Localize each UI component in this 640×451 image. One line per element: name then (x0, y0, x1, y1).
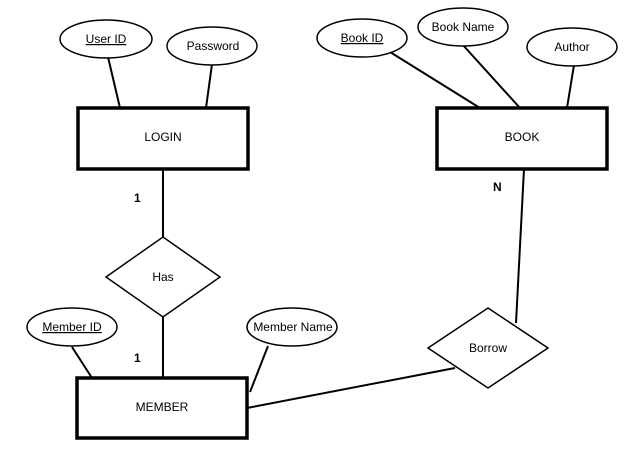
entity-member-label: MEMBER (136, 400, 189, 414)
line-bookid-book (389, 51, 481, 109)
attribute-book-id: Book ID (316, 18, 408, 58)
attribute-member-name-label: Member Name (253, 320, 333, 334)
attribute-book-id-label: Book ID (341, 31, 384, 45)
attribute-book-name-label: Book Name (432, 20, 495, 34)
attribute-user-id: User ID (59, 19, 153, 59)
attribute-user-id-label: User ID (86, 32, 127, 46)
attribute-password: Password (166, 26, 258, 66)
line-memberid-member (71, 346, 93, 379)
cardinality-book-borrow: N (493, 180, 502, 194)
attribute-member-name: Member Name (246, 307, 338, 347)
line-borrow-member (246, 367, 456, 409)
entity-login-label: LOGIN (144, 130, 181, 144)
entity-member: MEMBER (75, 376, 249, 440)
cardinality-member-has: 1 (134, 351, 141, 365)
entity-book: BOOK (435, 106, 609, 171)
entity-book-label: BOOK (505, 130, 540, 144)
line-password-login (205, 63, 213, 109)
attribute-book-name: Book Name (417, 7, 509, 47)
relationship-has-label: Has (152, 270, 173, 284)
entity-login: LOGIN (76, 106, 250, 171)
cardinality-login-has: 1 (134, 191, 141, 205)
relationship-borrow-label: Borrow (469, 341, 507, 355)
connector-lines (71, 43, 575, 409)
line-book-borrow (515, 168, 525, 324)
line-userid-login (107, 56, 121, 109)
attribute-author-label: Author (554, 40, 589, 54)
attribute-member-id: Member ID (26, 307, 118, 347)
relationship-has: Has (104, 236, 222, 318)
relationship-borrow: Borrow (426, 307, 550, 389)
attribute-author: Author (526, 27, 618, 67)
attribute-member-id-label: Member ID (42, 320, 102, 334)
attribute-password-label: Password (187, 39, 240, 53)
line-author-book (566, 64, 575, 109)
line-bookname-book (461, 43, 521, 109)
line-membername-member (249, 345, 269, 393)
